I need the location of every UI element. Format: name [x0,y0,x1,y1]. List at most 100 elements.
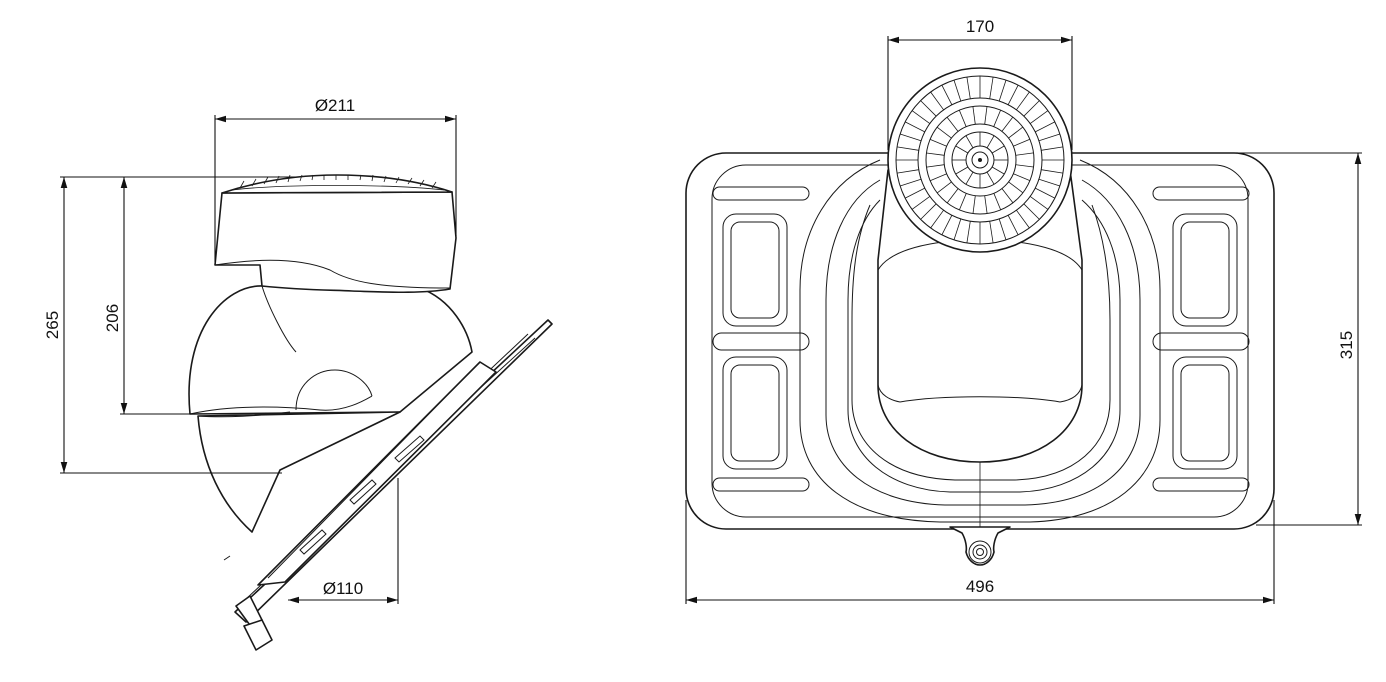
base-slots [712,186,1250,492]
grille-rib [1008,181,1024,194]
vent-grille [887,67,1073,253]
dim-total-height: 265 [43,176,300,474]
dim-pipe-diameter-label: Ø110 [323,579,363,598]
grille-outer-ribs [896,76,1064,244]
dim-total-height-label: 265 [43,311,62,339]
grille-rib [1041,169,1064,174]
grille-rib [911,196,931,210]
grille-rib [986,171,995,185]
grille-rib [989,221,994,244]
grille-rib [1023,203,1040,220]
grille-rib [1001,188,1014,204]
grille-rib [991,166,1005,175]
grille-rib [1038,133,1061,142]
grille-rib [1013,173,1031,181]
grille-rib [936,181,952,194]
grille-middle-ribs [926,106,1034,214]
grille-rib [1038,178,1061,187]
flashing-plate [223,319,553,651]
dim-body-height-label: 206 [103,304,122,332]
grille-inner-ribs [952,132,1008,188]
grille-rib [1016,91,1030,111]
dim-top-diameter-label: Ø211 [315,96,355,115]
grille-rib [966,221,971,244]
grille-rib [998,79,1007,102]
vent-body-sphere [188,285,473,415]
grille-rib [911,110,931,124]
grille-rib [991,145,1005,154]
grille-rib [896,169,919,174]
grille-rib [1029,196,1049,210]
dim-base-width: 496 [685,500,1275,604]
collar-outer [799,159,1161,523]
grille-rib [946,188,959,204]
grille-rib [929,173,947,182]
grille-rib [965,135,974,149]
side-view: Ø211 265 206 Ø110 [43,96,553,651]
dim-base-width-label: 496 [966,577,994,596]
grille-rib [972,195,976,214]
grille-rib [1007,85,1019,105]
grille-rib [920,100,937,117]
top-view: 170 496 315 [685,17,1362,604]
grille-rib [965,171,974,185]
collar-inner [847,199,1121,493]
grille-rib [989,76,994,99]
drain-outlet [949,526,1011,566]
collar-middle [825,179,1141,506]
vent-cap-top-grill [221,174,453,194]
grille-rib [930,91,944,111]
grille-rib [958,109,967,127]
grille-rib [926,152,945,156]
grille-rib [1016,209,1030,229]
grille-rib [972,106,976,125]
dim-base-depth: 315 [1236,152,1362,526]
grille-rib [1041,146,1064,151]
vent-cap [214,191,457,294]
dim-body-height: 206 [103,177,195,415]
grille-rib [1008,126,1024,139]
grille-rib [1023,100,1040,117]
grille-rib [993,193,1002,211]
grille-rib [955,166,969,175]
grille-rib [1007,215,1019,235]
grille-rib [984,195,988,214]
vent-body-lower [197,411,401,533]
grille-rib [1029,110,1049,124]
grille-rib [998,218,1007,241]
grille-rib [1015,164,1034,168]
grille-rib [1035,187,1055,199]
grille-rib [941,215,953,235]
dim-head-width-label: 170 [966,17,994,36]
dim-head-width: 170 [887,17,1073,150]
grille-rib [936,126,952,139]
grille-rib [955,145,969,154]
dim-top-diameter: Ø211 [214,96,457,262]
grille-rib [993,109,1001,127]
grille-rib [899,178,922,187]
grille-rib [1035,121,1055,133]
grille-rib [941,85,953,105]
cap-grill-ribs [231,174,445,191]
grille-rib [899,133,922,142]
grille-rib [984,106,988,125]
grille-rib [966,76,971,99]
grille-rib [905,187,925,199]
grille-rib [1001,116,1014,132]
grille-rib [1013,138,1031,147]
grille-rib [920,203,937,220]
grille-rib [905,121,925,133]
grille-rib [896,146,919,151]
grille-rib [959,193,967,211]
grille-rib [930,209,944,229]
grille-rib [986,135,995,149]
dim-pipe-diameter: Ø110 [288,478,399,604]
grille-rib [946,116,959,132]
base-pockets [722,213,1238,470]
grille-rib [1015,152,1034,156]
vent-pipe-top [877,169,1083,463]
grille-rib [926,164,945,168]
dim-base-depth-label: 315 [1337,331,1356,359]
grille-rib [929,139,947,147]
